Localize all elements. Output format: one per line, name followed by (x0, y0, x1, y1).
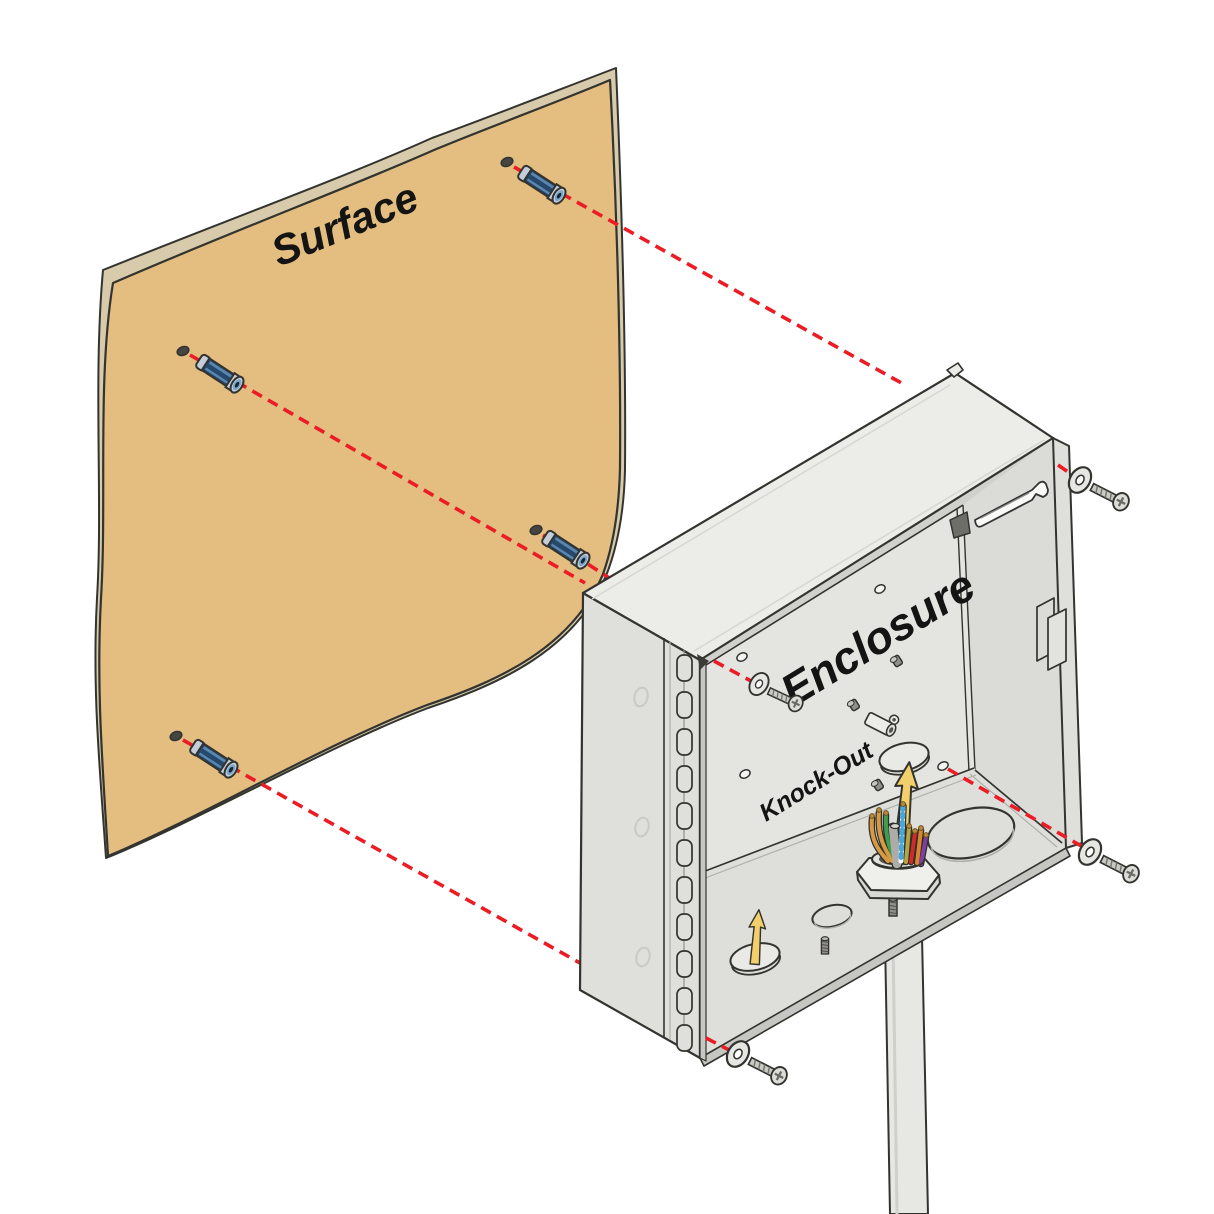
hinge-knuckle (676, 691, 693, 719)
alignment-line-bottom-front (705, 1036, 732, 1053)
enclosure-bottom-rim (699, 847, 1071, 1067)
enclosure-top-face (581, 371, 1055, 662)
interior-corner-notch (697, 654, 709, 670)
knockout-ring-small (811, 903, 853, 929)
screw-middle-right (1096, 849, 1143, 887)
wire-orange2 (915, 828, 923, 865)
right-wall-tab (1036, 597, 1067, 671)
alignment-line-middle-front (947, 767, 1084, 849)
enclosure-right-wall (963, 438, 1066, 848)
hinge-knuckle (676, 654, 693, 682)
alignment-line-bottom (182, 738, 581, 965)
hinge-knuckle (676, 876, 693, 904)
hinge-knuckle (676, 839, 693, 867)
hinge-knuckle (676, 950, 693, 978)
shelf-stud (820, 936, 830, 955)
wire-bundle (868, 801, 930, 870)
wire-ferrules (869, 801, 929, 838)
latch (949, 480, 1049, 539)
screw-top-right (1086, 477, 1133, 515)
surface-panel: Surface (94, 67, 627, 859)
left-face-dimples (633, 686, 651, 968)
wire-olive (904, 826, 911, 864)
alignment-line-top (513, 165, 906, 387)
enclosure: Enclosure Knock-Out (578, 362, 1083, 1067)
alignment-lines-front (705, 463, 1084, 1053)
alignment-line-middle (189, 353, 586, 585)
alignment-line-center-front (713, 659, 752, 683)
hinge (663, 638, 693, 1052)
wire-blue-striped (898, 803, 906, 864)
enclosure-back-flange-tab (946, 362, 964, 378)
hinge-knuckle (676, 913, 693, 941)
hinge-knuckle (676, 802, 693, 830)
wire-orange (869, 816, 890, 863)
enclosure-right-rim (1052, 437, 1083, 849)
wire-purple (919, 835, 928, 866)
wire-orange (876, 810, 894, 863)
wire-red (909, 831, 917, 864)
screw-bottom-left (744, 1051, 791, 1089)
shelf-stud (888, 896, 898, 917)
hinge-knuckle (676, 1024, 693, 1052)
alignment-line-top-front (1056, 463, 1076, 478)
wire-gray-cable (888, 823, 902, 869)
hinge-knuckle (676, 765, 693, 793)
enclosure-left-rim (699, 659, 707, 1062)
hinge-knuckle (676, 987, 693, 1015)
conduit-pipe (883, 934, 930, 1214)
standoff-spacer (864, 712, 900, 737)
hinge-knuckle (676, 728, 693, 756)
